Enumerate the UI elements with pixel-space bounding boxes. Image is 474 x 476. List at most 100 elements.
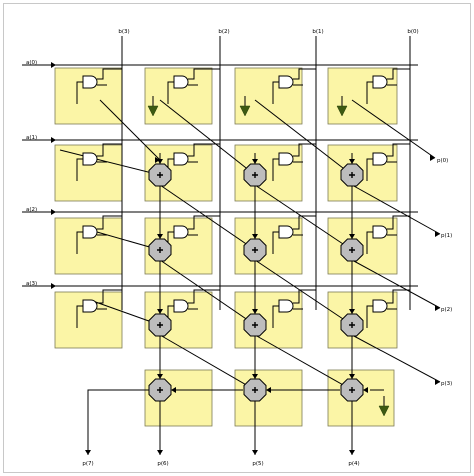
a-input-arrow-0 <box>51 62 56 68</box>
adder-r2-c1-plus <box>157 247 163 253</box>
and-in-b-r1-c2 <box>293 143 316 157</box>
cell-r4-c2 <box>234 369 303 427</box>
label-b0: b(0) <box>407 29 418 35</box>
diagonal-path-2 <box>159 99 256 176</box>
adder-r4-c1-plus <box>157 387 163 393</box>
adder-in-arrow-r3-c3 <box>349 309 355 314</box>
and-in-b-r2-c3 <box>387 215 410 230</box>
and-gate-r1-c0 <box>82 152 98 166</box>
and-out-r1-c2 <box>272 158 279 181</box>
adder-in-arrow-r4-c2 <box>252 374 258 379</box>
bottom-output-arrow-c3 <box>349 450 355 455</box>
label-a0: a(0) <box>26 60 37 66</box>
diagonal-path-14 <box>254 334 353 391</box>
ground-marker-2 <box>336 105 348 117</box>
diagonal-path-10 <box>159 259 256 326</box>
and-out-r3-c0 <box>76 305 83 328</box>
labels-layer: b(3) b(2) b(1) b(0) a(0) a(1) a(2) a(3) … <box>26 29 452 467</box>
diagonal-path-15 <box>351 334 441 383</box>
adder-in-arrow-r2-c3 <box>349 234 355 239</box>
and-in-b-r3-c0 <box>97 289 122 304</box>
diagonal-arrow-8 <box>435 231 440 237</box>
ground-marker-1 <box>239 105 251 117</box>
ground-marker-0 <box>147 105 159 117</box>
and-out-r0-c2 <box>272 81 279 104</box>
diagonal-arrow-12 <box>435 305 440 311</box>
carry-arrow-c2 <box>266 387 271 393</box>
label-a2: a(2) <box>26 207 37 213</box>
and-gate-r1-c1 <box>173 152 189 166</box>
diagonal-path-0 <box>59 149 161 176</box>
and-out-r2-c3 <box>366 231 373 254</box>
diagonal-path-4 <box>351 99 436 159</box>
and-gate-r2-c0 <box>82 225 98 239</box>
adder-r3-c1-plus <box>157 322 163 328</box>
and-gate-r2-c1 <box>173 225 189 239</box>
and-gate-r3-c0 <box>82 299 98 313</box>
and-out-r1-c3 <box>366 158 373 181</box>
label-p0: p(0) <box>437 158 448 164</box>
label-b3: b(3) <box>118 29 129 35</box>
adder-in-arrow-r4-c1 <box>157 374 163 379</box>
adder-in-arrow-r2-c1 <box>157 234 163 239</box>
and-out-r1-c0 <box>76 158 83 181</box>
and-gate-r3-c2 <box>278 299 294 313</box>
and-in-b-r2-c0 <box>97 215 122 230</box>
adder-in-arrow-r3-c2 <box>252 309 258 314</box>
and-gate-r2-c3 <box>372 225 388 239</box>
p7-output-arrow <box>85 450 91 455</box>
label-a1: a(1) <box>26 135 37 141</box>
adder-r1-c1-plus <box>157 172 163 178</box>
adder-r2-c3-plus <box>349 247 355 253</box>
and-gate-r2-c2 <box>278 225 294 239</box>
label-p3: p(3) <box>441 381 452 387</box>
and-in-b-r2-c1 <box>188 215 220 230</box>
diagonal-arrow-15 <box>435 379 440 385</box>
and-in-b-r2-c2 <box>293 215 316 230</box>
diagonal-path-8 <box>351 184 441 235</box>
diagonal-path-11 <box>254 259 353 326</box>
and-gate-r1-c3 <box>372 152 388 166</box>
and-gate-r0-c1 <box>173 75 189 89</box>
carry-arrow-c3 <box>363 387 368 393</box>
and-in-b-r0-c0 <box>97 68 122 80</box>
and-in-b-r3-c2 <box>293 289 316 304</box>
a-input-arrow-2 <box>51 209 56 215</box>
label-b2: b(2) <box>218 29 229 35</box>
diagonal-path-12 <box>351 259 441 309</box>
diagonal-path-7 <box>254 184 353 251</box>
adder-in-arrow-r1-c3 <box>349 159 355 164</box>
adder-in-arrow-r1-c2 <box>252 159 258 164</box>
and-gate-r3-c1 <box>173 299 189 313</box>
diagonal-path-13 <box>159 334 256 391</box>
and-in-b-r1-c3 <box>387 143 410 157</box>
adder-r4-c2-plus <box>252 387 258 393</box>
and-in-b-r1-c1 <box>188 143 220 157</box>
diagonal-path-5 <box>89 229 161 251</box>
and-in-b-r1-c0 <box>97 143 122 157</box>
carry-out-p7 <box>87 389 149 455</box>
and-gate-r0-c2 <box>278 75 294 89</box>
and-gate-r3-c3 <box>372 299 388 313</box>
and-in-b-r3-c1 <box>188 289 220 304</box>
label-a3: a(3) <box>26 281 37 287</box>
and-out-r2-c2 <box>272 231 279 254</box>
and-in-b-r3-c3 <box>387 289 410 304</box>
and-gate-r1-c2 <box>278 152 294 166</box>
and-out-r3-c3 <box>366 305 373 328</box>
parts-layer <box>82 75 390 417</box>
adder-r4-c3-plus <box>349 387 355 393</box>
and-gate-r0-c3 <box>372 75 388 89</box>
a-input-arrow-1 <box>51 137 56 143</box>
wires-layer <box>22 36 441 455</box>
diagonal-path-6 <box>159 184 256 251</box>
adder-in-arrow-r2-c2 <box>252 234 258 239</box>
ground-marker-3 <box>378 405 390 417</box>
and-out-r0-c0 <box>76 81 83 104</box>
label-b1: b(1) <box>312 29 323 35</box>
bottom-output-arrow-c1 <box>157 450 163 455</box>
adder-in-arrow-r4-c3 <box>349 374 355 379</box>
adder-r1-c2-plus <box>252 172 258 178</box>
bottom-output-arrow-c2 <box>252 450 258 455</box>
and-out-r0-c1 <box>167 81 174 104</box>
